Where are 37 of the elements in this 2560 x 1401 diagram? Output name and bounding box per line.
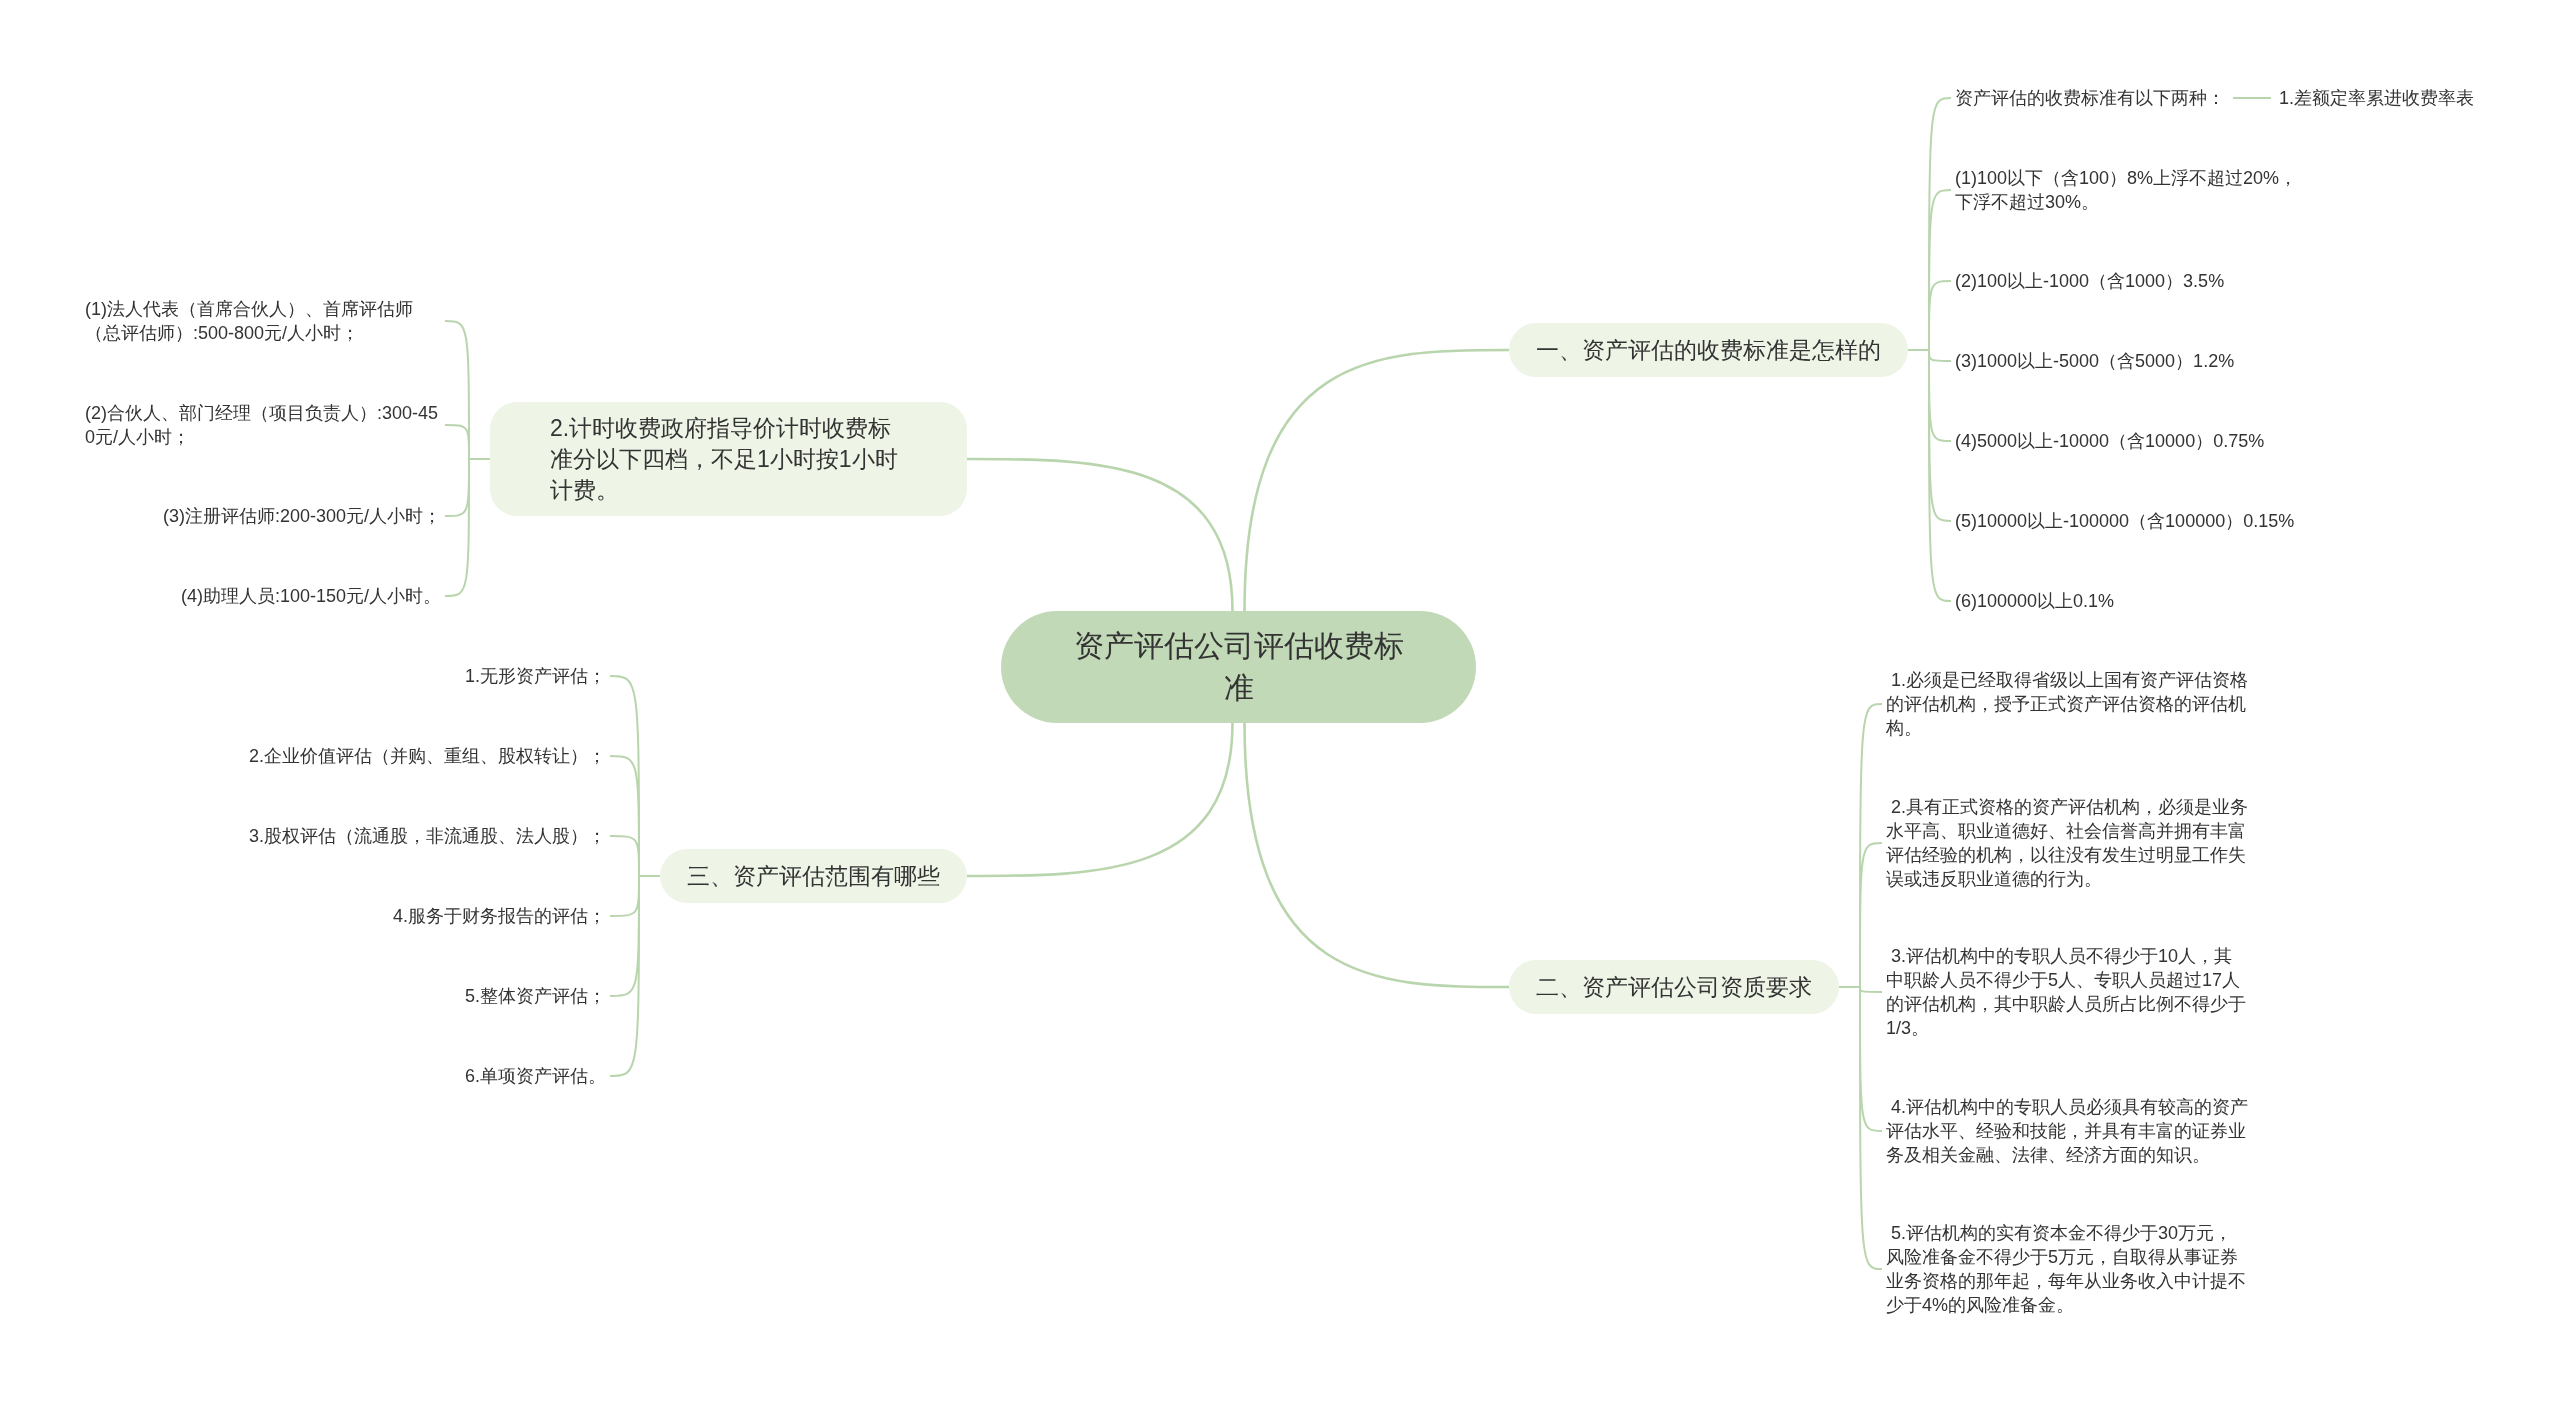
connector-line [967, 722, 1234, 878]
topic-pill: 2.计时收费政府指导价计时收费标准分以下四档，不足1小时按1小时计费。 [490, 402, 967, 516]
connector-line [2232, 97, 2272, 99]
subtopic-text: (5)10000以上-100000（含100000）0.15% [1955, 509, 2295, 533]
subtopic-text: 1.差额定率累进收费率表 [2279, 86, 2474, 110]
subtopic-text: 2.具有正式资格的资产评估机构，必须是业务水平高、职业道德好、社会信誉高并拥有丰富评估经验的机构，以往没有发生过明显工作失误或违反职业道德的行为。 [1886, 795, 2250, 891]
connector-line [967, 457, 1234, 612]
central-topic: 资产评估公司评估收费标准 [1001, 611, 1476, 723]
topic-pill: 二、资产评估公司资质要求 [1509, 960, 1839, 1014]
subtopic-text: 4.服务于财务报告的评估； [393, 904, 606, 928]
connector-line [444, 458, 491, 597]
subtopic-text: 资产评估的收费标准有以下两种： [1955, 86, 2225, 110]
subtopic-text: 4.评估机构中的专职人员必须具有较高的资产评估水平、经验和技能，并具有丰富的证券业务及相关金融、法律、经济方面的知识。 [1886, 1095, 2250, 1167]
subtopic-text: (3)注册评估师:200-300元/人小时； [162, 504, 441, 528]
topic-pill: 三、资产评估范围有哪些 [660, 849, 967, 903]
connector-line [1243, 722, 1509, 989]
subtopic-text: (2)合伙人、部门经理（项目负责人）:300-450元/人小时； [85, 401, 441, 449]
topic-pill: 一、资产评估的收费标准是怎样的 [1509, 323, 1908, 377]
subtopic-text: 3.评估机构中的专职人员不得少于10人，其中职龄人员不得少于5人、专职人员超过17人的评估机构，其中职龄人员所占比例不得少于1/3。 [1886, 944, 2250, 1040]
subtopic-text: 6.单项资产评估。 [465, 1064, 606, 1088]
subtopic-text: 3.股权评估（流通股，非流通股、法人股）； [249, 824, 606, 848]
subtopic-text: 5.评估机构的实有资本金不得少于30万元，风险准备金不得少于5万元，自取得从事证券业务资格的那年起，每年从业务收入中计提不少于4%的风险准备金。 [1886, 1221, 2250, 1317]
connector-line [1243, 348, 1509, 612]
subtopic-text: 1.无形资产评估； [465, 664, 606, 688]
connector-line [609, 875, 661, 1077]
subtopic-text: (4)助理人员:100-150元/人小时。 [180, 584, 441, 608]
connector-line [1838, 986, 1883, 1270]
connector-line [1907, 349, 1952, 602]
subtopic-text: 1.必须是已经取得省级以上国有资产评估资格的评估机构，授予正式资产评估资格的评估机构。 [1886, 668, 2250, 740]
subtopic-text: (1)法人代表（首席合伙人）、首席评估师（总评估师）:500-800元/人小时； [85, 297, 441, 345]
subtopic-text: (3)1000以上-5000（含5000）1.2% [1955, 349, 2235, 373]
subtopic-text: (4)5000以上-10000（含10000）0.75% [1955, 429, 2265, 453]
subtopic-text: (6)100000以上0.1% [1955, 589, 2115, 613]
subtopic-text: (2)100以上-1000（含1000）3.5% [1955, 269, 2225, 293]
subtopic-text: (1)100以下（含100）8%上浮不超过20%，下浮不超过30%。 [1955, 166, 2305, 214]
subtopic-text: 2.企业价值评估（并购、重组、股权转让）； [249, 744, 606, 768]
subtopic-text: 5.整体资产评估； [465, 984, 606, 1008]
